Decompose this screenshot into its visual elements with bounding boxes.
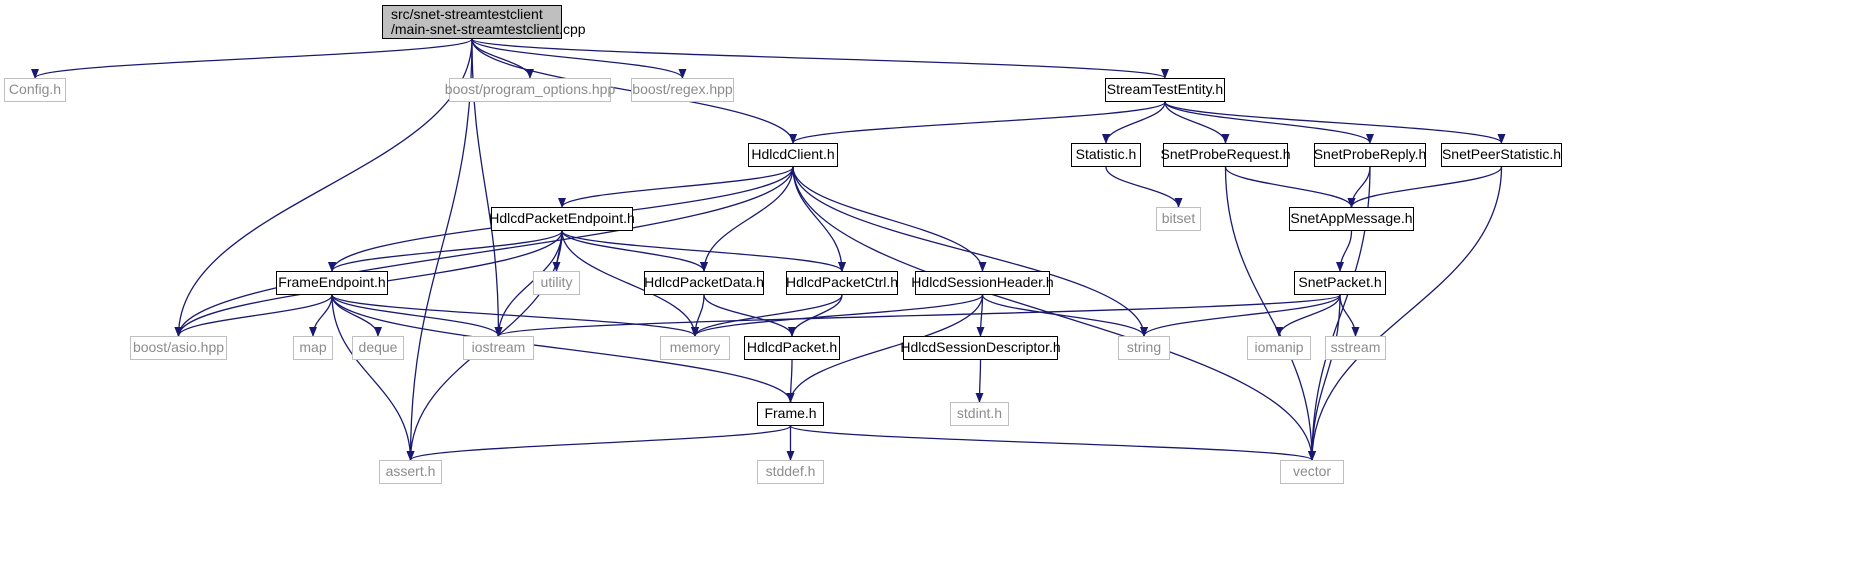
node-streamtestentity-h[interactable]: StreamTestEntity.h	[1105, 78, 1225, 102]
edge-snetpacket-to-sstream	[1339, 294, 1360, 337]
node-frameendpoint-h[interactable]: FrameEndpoint.h	[276, 271, 388, 295]
node-main-snet-streamtestclient-cpp: src/snet-streamtestclient /main-snet-str…	[382, 5, 586, 39]
node-memory: memory	[660, 336, 730, 360]
node-sstream: sstream	[1325, 336, 1386, 360]
edge-frame-to-vector	[789, 425, 1316, 461]
edge-hdlcdsessionheader-to-frame	[786, 294, 984, 403]
edge-hdlcdclient-to-boost_asio	[174, 166, 794, 337]
edge-main-to-regex	[471, 38, 687, 79]
edge-snetappmessage-to-snetpacket	[1336, 230, 1353, 272]
node-vector: vector	[1280, 460, 1344, 484]
edge-hdlcdpacketendpoint-to-hdlcdpacketdata	[561, 230, 708, 272]
edge-hdlcdpacketendpoint-to-memory	[561, 230, 699, 337]
node-hdlcdclient-h[interactable]: HdlcdClient.h	[748, 143, 838, 167]
edge-statistic-to-bitset	[1105, 166, 1183, 208]
node-hdlcdsessionheader-h[interactable]: HdlcdSessionHeader.h	[911, 271, 1054, 295]
node-deque: deque	[352, 336, 404, 360]
edge-hdlcdclient-to-hdlcdsessionheader	[792, 166, 987, 272]
edge-hdlcdclient-to-hdlcdpacketdata	[700, 166, 794, 272]
edge-hdlcdpacketctrl-to-hdlcdpacket	[788, 294, 843, 337]
node-hdlcdpacketendpoint-h[interactable]: HdlcdPacketEndpoint.h	[489, 207, 635, 231]
edge-hdlcdpacketendpoint-to-hdlcdpacketctrl	[561, 230, 846, 272]
node-frame-h[interactable]: Frame.h	[757, 402, 824, 426]
edge-hdlcdpacketendpoint-to-frameendpoint	[328, 230, 563, 272]
node-stdint-h: stdint.h	[950, 402, 1009, 426]
edge-hdlcdclient-to-hdlcdpacketendpoint	[558, 166, 794, 208]
edge-streamtestentity-to-snetpeerstatistic	[1164, 101, 1506, 144]
node-hdlcdpacket-h[interactable]: HdlcdPacket.h	[744, 336, 840, 360]
node-stddef-h: stddef.h	[757, 460, 824, 484]
edge-snetpeerstatistic-to-vector	[1308, 166, 1503, 461]
edge-frameendpoint-to-memory	[331, 294, 699, 337]
edge-frameendpoint-to-frame	[331, 294, 795, 403]
edge-streamtestentity-to-hdlcdclient	[789, 101, 1166, 144]
edge-snetproberequest-to-snetappmessage	[1224, 166, 1356, 208]
node-utility: utility	[533, 271, 580, 295]
edge-main-to-config	[31, 38, 473, 79]
node-statistic-h[interactable]: Statistic.h	[1071, 143, 1141, 167]
edge-snetprobereply-to-snetappmessage	[1347, 166, 1371, 208]
node-hdlcdsessiondescriptor-h[interactable]: HdlcdSessionDescriptor.h	[900, 336, 1061, 360]
edge-frame-to-assert	[406, 425, 792, 461]
edge-hdlcdsessionheader-to-string	[981, 294, 1148, 337]
edge-frameendpoint-to-map	[309, 294, 333, 337]
node-snetproberequest-h[interactable]: SnetProbeRequest.h	[1161, 143, 1291, 167]
node-snetappmessage-h[interactable]: SnetAppMessage.h	[1289, 207, 1414, 231]
node-string: string	[1118, 336, 1170, 360]
node-iomanip: iomanip	[1247, 336, 1311, 360]
edge-snetpacket-to-string	[1140, 294, 1341, 337]
node-iostream: iostream	[463, 336, 534, 360]
node-config-h: Config.h	[4, 78, 66, 102]
edge-hdlcdpacketdata-to-memory	[691, 294, 705, 337]
node-map: map	[293, 336, 333, 360]
edge-hdlcdsessiondescriptor-to-stdint	[975, 359, 984, 403]
edge-frameendpoint-to-assert	[331, 294, 415, 461]
edge-hdlcdpacketctrl-to-memory	[691, 294, 843, 337]
edge-hdlcdsessionheader-to-memory	[691, 294, 984, 337]
edge-layer	[31, 38, 1506, 461]
node-boost-asio-hpp: boost/asio.hpp	[130, 336, 227, 360]
edge-hdlcdclient-to-string	[792, 166, 1148, 337]
edge-frameendpoint-to-iostream	[331, 294, 503, 337]
node-assert-h: assert.h	[379, 460, 442, 484]
edge-snetpacket-to-iostream	[494, 294, 1341, 337]
edge-main-to-streamtestentity	[471, 38, 1169, 79]
node-snetpeerstatistic-h[interactable]: SnetPeerStatistic.h	[1441, 143, 1562, 167]
edge-frameendpoint-to-boost_asio	[174, 294, 333, 337]
edge-streamtestentity-to-snetprobereply	[1164, 101, 1374, 144]
node-boost-regex-hpp: boost/regex.hpp	[631, 78, 734, 102]
node-boost-program-options-hpp: boost/program_options.hpp	[445, 78, 615, 102]
node-snetprobereply-h[interactable]: SnetProbeReply.h	[1314, 143, 1426, 167]
edge-snetproberequest-to-vector	[1224, 166, 1316, 461]
edge-main-to-assert	[406, 38, 473, 461]
edge-hdlcdpacketendpoint-to-iostream	[494, 230, 563, 337]
edge-snetpacket-to-iomanip	[1275, 294, 1341, 337]
edge-streamtestentity-to-statistic	[1102, 101, 1166, 144]
edge-hdlcdpacket-to-frame	[786, 359, 795, 403]
edge-snetpacket-to-vector	[1308, 294, 1341, 461]
node-bitset: bitset	[1156, 207, 1201, 231]
node-hdlcdpacketctrl-h[interactable]: HdlcdPacketCtrl.h	[786, 271, 898, 295]
edge-hdlcdpacketdata-to-hdlcdpacket	[703, 294, 796, 337]
edge-streamtestentity-to-snetproberequest	[1164, 101, 1230, 144]
edge-snetpeerstatistic-to-snetappmessage	[1347, 166, 1503, 208]
node-snetpacket-h[interactable]: SnetPacket.h	[1294, 271, 1386, 295]
node-hdlcdpacketdata-h[interactable]: HdlcdPacketData.h	[644, 271, 764, 295]
